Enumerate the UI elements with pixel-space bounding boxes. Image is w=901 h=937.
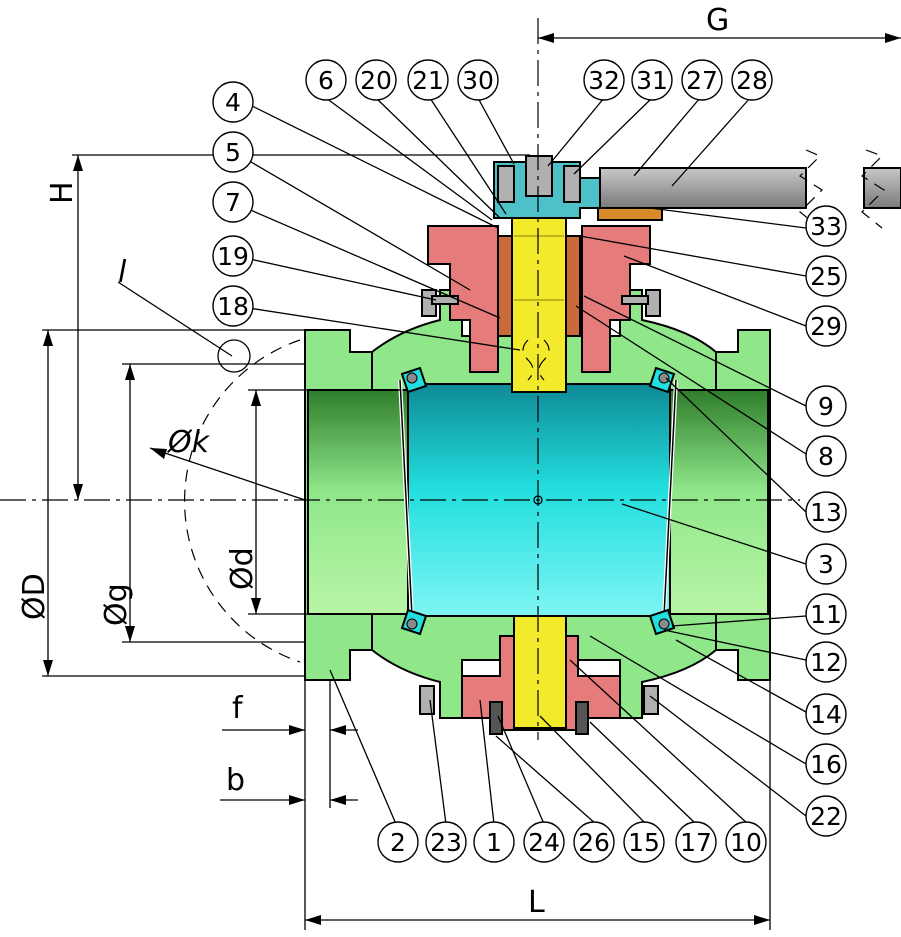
svg-text:3: 3: [818, 550, 834, 579]
svg-text:23: 23: [430, 828, 462, 857]
seat-rings: [400, 366, 676, 636]
svg-text:26: 26: [578, 828, 610, 857]
balloon-1: 1: [473, 821, 515, 863]
centerlines: [0, 18, 800, 740]
svg-text:15: 15: [628, 828, 660, 857]
dimension-lines: [42, 33, 901, 930]
balloon-6: 6: [305, 59, 347, 101]
balloon-16: 16: [805, 743, 847, 785]
svg-text:5: 5: [225, 138, 241, 167]
balloon-4: 4: [212, 81, 254, 123]
svg-text:18: 18: [217, 292, 249, 321]
svg-text:31: 31: [636, 66, 668, 95]
svg-text:10: 10: [730, 828, 762, 857]
balloon-18: 18: [212, 285, 254, 327]
dimension-labels: G H ØD Øg Ød Øk l f b L: [17, 3, 729, 920]
svg-text:4: 4: [225, 88, 241, 117]
svg-text:33: 33: [810, 212, 842, 241]
balloon-28: 28: [731, 59, 773, 101]
balloon-5: 5: [212, 131, 254, 173]
balloon-15: 15: [623, 821, 665, 863]
balloon-30: 30: [457, 59, 499, 101]
svg-text:2: 2: [390, 828, 406, 857]
dim-d: Ød: [225, 547, 260, 590]
balloon-20: 20: [355, 59, 397, 101]
svg-text:8: 8: [818, 442, 834, 471]
svg-text:1: 1: [486, 828, 502, 857]
svg-text:9: 9: [818, 392, 834, 421]
packing-hatch: [497, 235, 581, 337]
balloon-9: 9: [805, 385, 847, 427]
svg-text:22: 22: [810, 802, 842, 831]
dim-L: L: [528, 885, 545, 920]
svg-text:25: 25: [810, 262, 842, 291]
dim-D: ØD: [17, 573, 52, 620]
dim-H: H: [45, 181, 80, 204]
svg-text:32: 32: [588, 66, 620, 95]
balloon-12: 12: [805, 641, 847, 683]
balloon-22: 22: [805, 795, 847, 837]
leader-lines: [231, 97, 807, 825]
balloon-26: 26: [573, 821, 615, 863]
balloon-11: 11: [805, 593, 847, 635]
svg-text:27: 27: [686, 66, 718, 95]
dim-G: G: [706, 3, 729, 38]
balloon-23: 23: [425, 821, 467, 863]
svg-text:6: 6: [318, 66, 334, 95]
balloon-19: 19: [212, 235, 254, 277]
balloon-29: 29: [805, 305, 847, 347]
balloon-33: 33: [805, 205, 847, 247]
balloon-8: 8: [805, 435, 847, 477]
balloon-13: 13: [805, 491, 847, 533]
svg-text:29: 29: [810, 312, 842, 341]
svg-text:21: 21: [412, 66, 444, 95]
svg-text:11: 11: [810, 600, 842, 629]
svg-text:16: 16: [810, 750, 842, 779]
balloon-24: 24: [523, 821, 565, 863]
svg-text:7: 7: [225, 188, 241, 217]
part-balloons: 4 5 7 19 18 6 20 21 30 32 31 27 28 33 25…: [212, 59, 847, 863]
top-bonnet: [421, 225, 661, 373]
balloon-2: 2: [377, 821, 419, 863]
balloon-3: 3: [805, 543, 847, 585]
dim-k: Øk: [166, 425, 211, 460]
svg-text:14: 14: [810, 700, 842, 729]
svg-text:19: 19: [217, 242, 249, 271]
balloon-7: 7: [212, 181, 254, 223]
svg-text:20: 20: [360, 66, 392, 95]
lever-handle: [493, 149, 901, 229]
balloon-27: 27: [681, 59, 723, 101]
balloon-21: 21: [407, 59, 449, 101]
svg-text:30: 30: [462, 66, 494, 95]
balloon-10: 10: [725, 821, 767, 863]
dim-g: Øg: [99, 583, 134, 626]
balloon-32: 32: [583, 59, 625, 101]
svg-text:28: 28: [736, 66, 768, 95]
balloon-25: 25: [805, 255, 847, 297]
dim-l: l: [118, 255, 127, 290]
svg-text:17: 17: [680, 828, 712, 857]
dim-b: b: [226, 763, 245, 798]
balloon-14: 14: [805, 693, 847, 735]
stem: [511, 195, 567, 393]
svg-text:24: 24: [528, 828, 560, 857]
dim-f: f: [232, 691, 244, 726]
svg-text:13: 13: [810, 498, 842, 527]
balloon-17: 17: [675, 821, 717, 863]
balloon-31: 31: [631, 59, 673, 101]
lower-trunnion: [419, 615, 659, 735]
svg-text:12: 12: [810, 648, 842, 677]
